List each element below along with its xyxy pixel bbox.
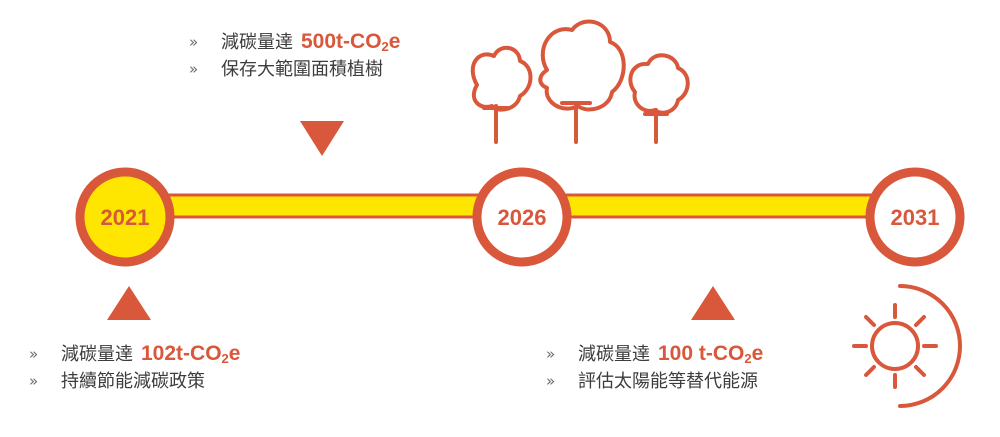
milestone-line-target: » 減碳量達 102t-CO2e: [29, 343, 240, 373]
pointer-down-icon: [300, 121, 344, 156]
carbon-reduction-value: 500t-CO2e: [301, 30, 401, 54]
milestone-label: 減碳量達: [578, 344, 650, 365]
milestone-line-action: » 保存大範圍面積植樹: [189, 61, 400, 91]
bullet-icon: »: [546, 345, 556, 363]
milestone-label: 減碳量達: [221, 32, 293, 53]
tree-icon: [470, 45, 533, 144]
milestone-label: 減碳量達: [61, 344, 133, 365]
milestone-line-action: » 評估太陽能等替代能源: [546, 373, 763, 403]
bullet-icon: »: [546, 372, 556, 390]
milestone-2021-target: » 減碳量達 102t-CO2e » 持續節能減碳政策: [29, 343, 240, 403]
year-label-2026: 2026: [498, 205, 547, 230]
milestone-action: 保存大範圍面積植樹: [221, 59, 383, 80]
pointer-up-icon: [107, 286, 151, 320]
bullet-icon: »: [189, 33, 199, 51]
timeline-node-2031: 2031: [865, 167, 965, 267]
milestone-action: 評估太陽能等替代能源: [578, 371, 758, 392]
year-label-2021: 2021: [101, 205, 150, 230]
pointer-up-icon: [691, 286, 735, 320]
sun-icon: [852, 284, 962, 408]
timeline-node-2026: 2026: [472, 167, 572, 267]
carbon-reduction-value: 102t-CO2e: [141, 342, 241, 366]
milestone-line-action: » 持續節能減碳政策: [29, 373, 240, 403]
milestone-line-target: » 減碳量達 500t-CO2e: [189, 31, 400, 61]
timeline-node-2021: 2021: [75, 167, 175, 267]
milestone-line-target: » 減碳量達 100 t-CO2e: [546, 343, 763, 373]
milestone-2031-target: » 減碳量達 100 t-CO2e » 評估太陽能等替代能源: [546, 343, 763, 403]
tree-icon: [538, 19, 626, 144]
bullet-icon: »: [29, 345, 39, 363]
year-label-2031: 2031: [891, 205, 940, 230]
milestone-action: 持續節能減碳政策: [61, 371, 205, 392]
bullet-icon: »: [189, 60, 199, 78]
carbon-reduction-value: 100 t-CO2e: [658, 342, 764, 366]
bullet-icon: »: [29, 372, 39, 390]
milestone-2026-target: » 減碳量達 500t-CO2e » 保存大範圍面積植樹: [189, 31, 400, 91]
tree-icon: [628, 53, 690, 144]
